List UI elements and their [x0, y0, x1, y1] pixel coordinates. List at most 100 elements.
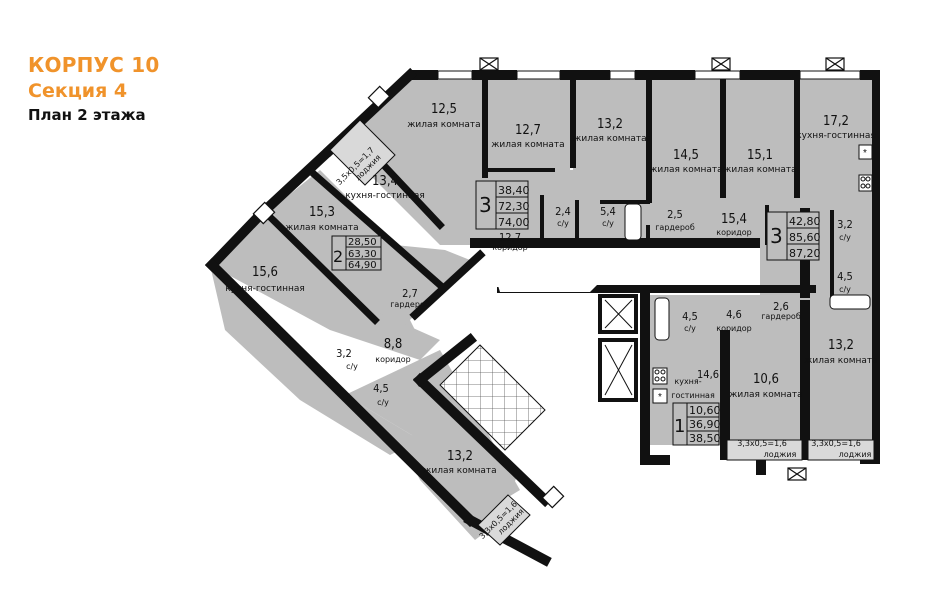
- room-name: коридор: [492, 243, 528, 252]
- room-name: коридор: [716, 324, 752, 333]
- apartment-living-area: 28,50: [348, 237, 377, 248]
- room-area: 2,4: [555, 205, 571, 218]
- room-name: жилая комната: [285, 223, 358, 233]
- stairwell-core: [488, 253, 745, 292]
- room-name: с/у: [684, 324, 696, 333]
- room-name: жилая комната: [491, 140, 564, 150]
- vent-icon: [711, 57, 731, 71]
- sink-icon: *: [858, 144, 873, 160]
- room-area: 4,6: [726, 308, 742, 321]
- room-area: 13,2: [447, 449, 473, 464]
- apartment-badge-2: 3 42,80 85,60 87,20: [766, 211, 821, 261]
- vent-icon: [367, 85, 391, 109]
- room-area: 15,6: [252, 265, 278, 280]
- room-area: 12,7: [515, 123, 541, 138]
- room-name: гардероб: [390, 300, 430, 309]
- room-area: 13,2: [828, 338, 854, 353]
- bathtub-icon: [654, 297, 670, 341]
- room-name: с/у: [839, 285, 851, 294]
- room-area: 14,5: [673, 148, 699, 163]
- room-name: жилая комната: [723, 165, 796, 175]
- ventilation-icons: [252, 57, 845, 509]
- room-area: 2,6: [773, 300, 789, 313]
- vent-icon: [479, 57, 499, 71]
- room-name: кухня-гостинная: [345, 191, 425, 201]
- apartment-living-area: 10,60: [689, 404, 721, 417]
- room-area: 10,6: [753, 372, 779, 387]
- room-area: 15,3: [309, 205, 335, 220]
- apartment-total-with-loggia: 64,90: [348, 260, 377, 271]
- room-name: с/у: [839, 233, 851, 242]
- loggias: [329, 119, 875, 546]
- apartment-total-area: 36,90: [689, 418, 721, 431]
- loggia-dimensions: 3,3х0,5=1,6: [811, 439, 861, 448]
- room-area: 5,4: [600, 205, 616, 218]
- loggia-name: лоджия: [839, 450, 872, 459]
- room-area: 13,4: [372, 174, 398, 189]
- room-name: жилая комната: [423, 466, 496, 476]
- stove-icon: [652, 367, 668, 385]
- room-name: с/у: [602, 219, 614, 228]
- plan-header: КОРПУС 10 Секция 4 План 2 этажа: [28, 52, 159, 126]
- room-labels: 12,5 жилая комната 12,7 жилая комната 13…: [225, 102, 878, 476]
- room-name: жилая комната: [573, 134, 646, 144]
- apartment-living-area: 42,80: [789, 215, 821, 228]
- room-area: 2,7: [402, 287, 418, 300]
- kitchen-fixtures: * *: [652, 144, 873, 404]
- room-name: кухня-гостинная: [796, 131, 876, 141]
- room-area: 15,4: [721, 212, 747, 227]
- vent-icon: [252, 201, 276, 225]
- apartment-total-area: 63,30: [348, 249, 377, 260]
- room-name: кухня-: [674, 377, 701, 386]
- room-name: с/у: [557, 219, 569, 228]
- room-name: с/у: [346, 362, 358, 371]
- diagonal-walls: [204, 67, 583, 567]
- sink-icon: *: [652, 388, 668, 404]
- vent-icon: [541, 485, 565, 509]
- vent-icon: [787, 467, 807, 481]
- bathtub-icon: [829, 294, 871, 310]
- room-area: 4,5: [682, 310, 698, 323]
- room-name: кухня-гостинная: [225, 284, 305, 294]
- bathtub-icon: [624, 203, 642, 241]
- room-area: 12,5: [431, 102, 457, 117]
- apartment-total-area: 85,60: [789, 231, 821, 244]
- room-name: жилая комната: [804, 356, 877, 366]
- room-area: 17,2: [823, 114, 849, 129]
- apartment-total-with-loggia: 74,00: [498, 216, 530, 229]
- apartment-rooms: 3: [479, 193, 492, 217]
- room-area: 14,6: [697, 368, 719, 381]
- apartment-living-area: 38,40: [498, 184, 530, 197]
- room-area: 8,8: [384, 337, 403, 352]
- room-area: 13,2: [597, 117, 623, 132]
- room-area: 12,7: [499, 231, 521, 244]
- apartment-badge-1: 3 38,40 72,30 74,00: [475, 180, 530, 230]
- apartment-badge-4: 1 10,60 36,90 38,50: [672, 402, 721, 446]
- room-name: гардероб: [761, 312, 801, 321]
- floor-plan-title: План 2 этажа: [28, 106, 146, 124]
- room-name: коридор: [375, 355, 411, 364]
- elevator-shafts: [598, 294, 638, 402]
- loggia-name: лоджия: [764, 450, 797, 459]
- room-name: коридор: [716, 228, 752, 237]
- room-name: гардероб: [655, 223, 695, 232]
- vent-icon: [825, 57, 845, 71]
- apartment-total-with-loggia: 38,50: [689, 432, 721, 445]
- room-area: 2,5: [667, 208, 683, 221]
- apartment-rooms: 2: [333, 247, 343, 266]
- apartment-total-with-loggia: 87,20: [789, 247, 821, 260]
- stove-icon: [858, 174, 873, 192]
- apartment-rooms: 3: [770, 224, 783, 248]
- svg-text:*: *: [863, 148, 867, 159]
- room-area: 4,5: [373, 382, 389, 395]
- svg-text:*: *: [658, 392, 662, 403]
- room-name: жилая комната: [649, 165, 722, 175]
- building-title: КОРПУС 10: [28, 53, 160, 77]
- room-name: жилая комната: [407, 120, 480, 130]
- room-area: 3,2: [336, 347, 352, 360]
- room-area: 15,1: [747, 148, 773, 163]
- apartment-total-area: 72,30: [498, 200, 530, 213]
- room-name: жилая комната: [729, 390, 802, 400]
- bathtubs: [624, 203, 871, 341]
